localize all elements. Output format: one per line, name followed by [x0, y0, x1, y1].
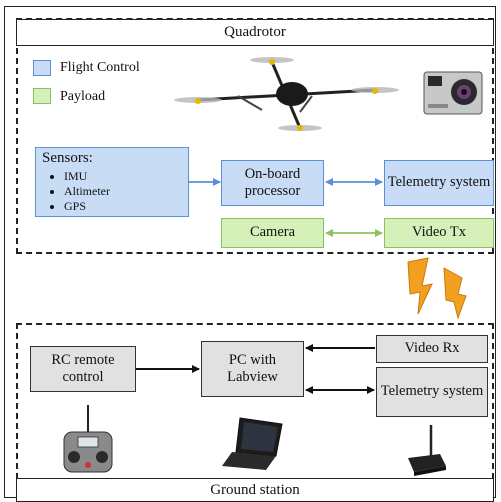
rc-transmitter-photo [63, 405, 113, 473]
laptop-photo [222, 417, 283, 470]
telemetry-system-air-block: Telemetry system [384, 160, 494, 206]
rc-remote-control-block: RC remote control [30, 346, 136, 392]
pc-labview-block: PC with Labview [201, 341, 304, 397]
quadrotor-title: Quadrotor [16, 19, 494, 46]
sensor-gps: GPS [64, 199, 110, 214]
quadrotor-photo [174, 57, 399, 131]
sensors-block: Sensors: IMU Altimeter GPS [35, 147, 189, 217]
legend-swatch-flight-control [33, 60, 51, 76]
sensors-heading: Sensors: [42, 150, 93, 166]
legend-label-flight-control: Flight Control [60, 60, 140, 75]
camera-block: Camera [221, 218, 324, 248]
legend-label-payload: Payload [60, 89, 106, 104]
gopro-camera-photo [423, 71, 483, 115]
wireless-link-icon [407, 257, 467, 320]
sensor-altimeter: Altimeter [64, 184, 110, 199]
onboard-processor-block: On-board processor [221, 160, 324, 206]
telemetry-radio-photo [408, 425, 446, 476]
sensor-imu: IMU [64, 169, 110, 184]
video-tx-block: Video Tx [384, 218, 494, 248]
legend-swatch-payload [33, 88, 51, 104]
telemetry-system-ground-block: Telemetry system [376, 367, 488, 417]
video-rx-block: Video Rx [376, 335, 488, 363]
sensors-list: IMU Altimeter GPS [42, 169, 110, 214]
